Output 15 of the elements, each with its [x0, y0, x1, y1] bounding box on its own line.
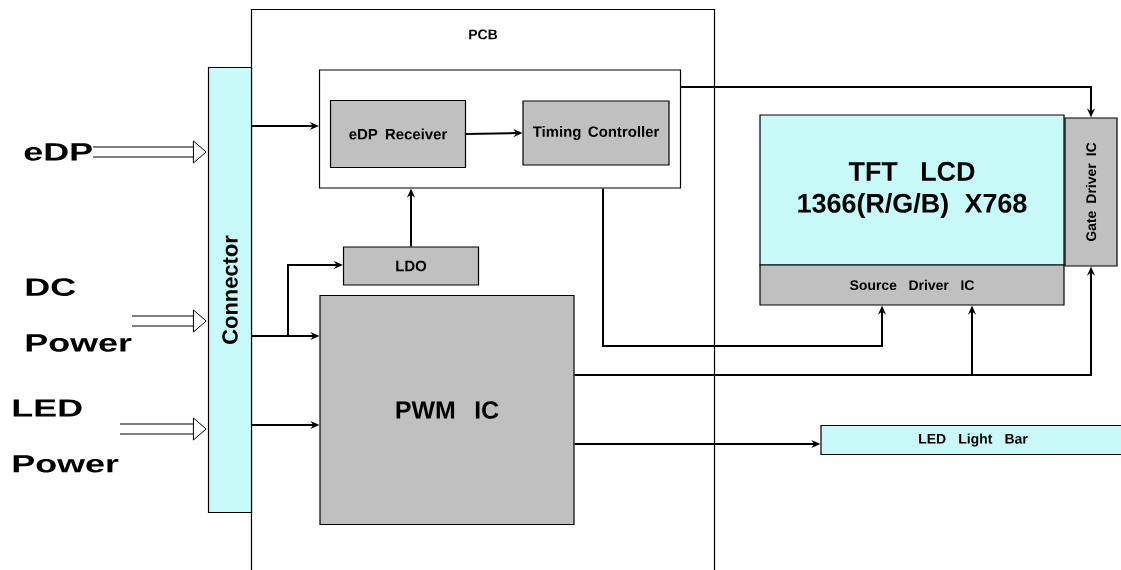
arrow	[93, 140, 207, 164]
lcd-panel: TFT LCD 1366(R/G/B) X768	[759, 114, 1065, 266]
driver-box: Source Driver IC	[759, 264, 1065, 306]
regulator-box: LDO	[342, 246, 480, 286]
arrow	[120, 417, 207, 441]
arrow	[132, 309, 207, 333]
light-bar: LED Light Bar	[820, 424, 1121, 456]
input-label: DC Power	[26, 278, 132, 352]
receiver-box: eDP Receiver	[329, 99, 467, 169]
pwm-box: PWM IC	[319, 294, 575, 526]
controller-box: Timing Controller	[522, 100, 670, 166]
input-label: LED Power	[13, 399, 119, 473]
connector-bar: Connector	[207, 66, 253, 514]
input-label: eDP	[24, 143, 92, 161]
driver-box: Gate Driver IC	[1064, 117, 1118, 267]
